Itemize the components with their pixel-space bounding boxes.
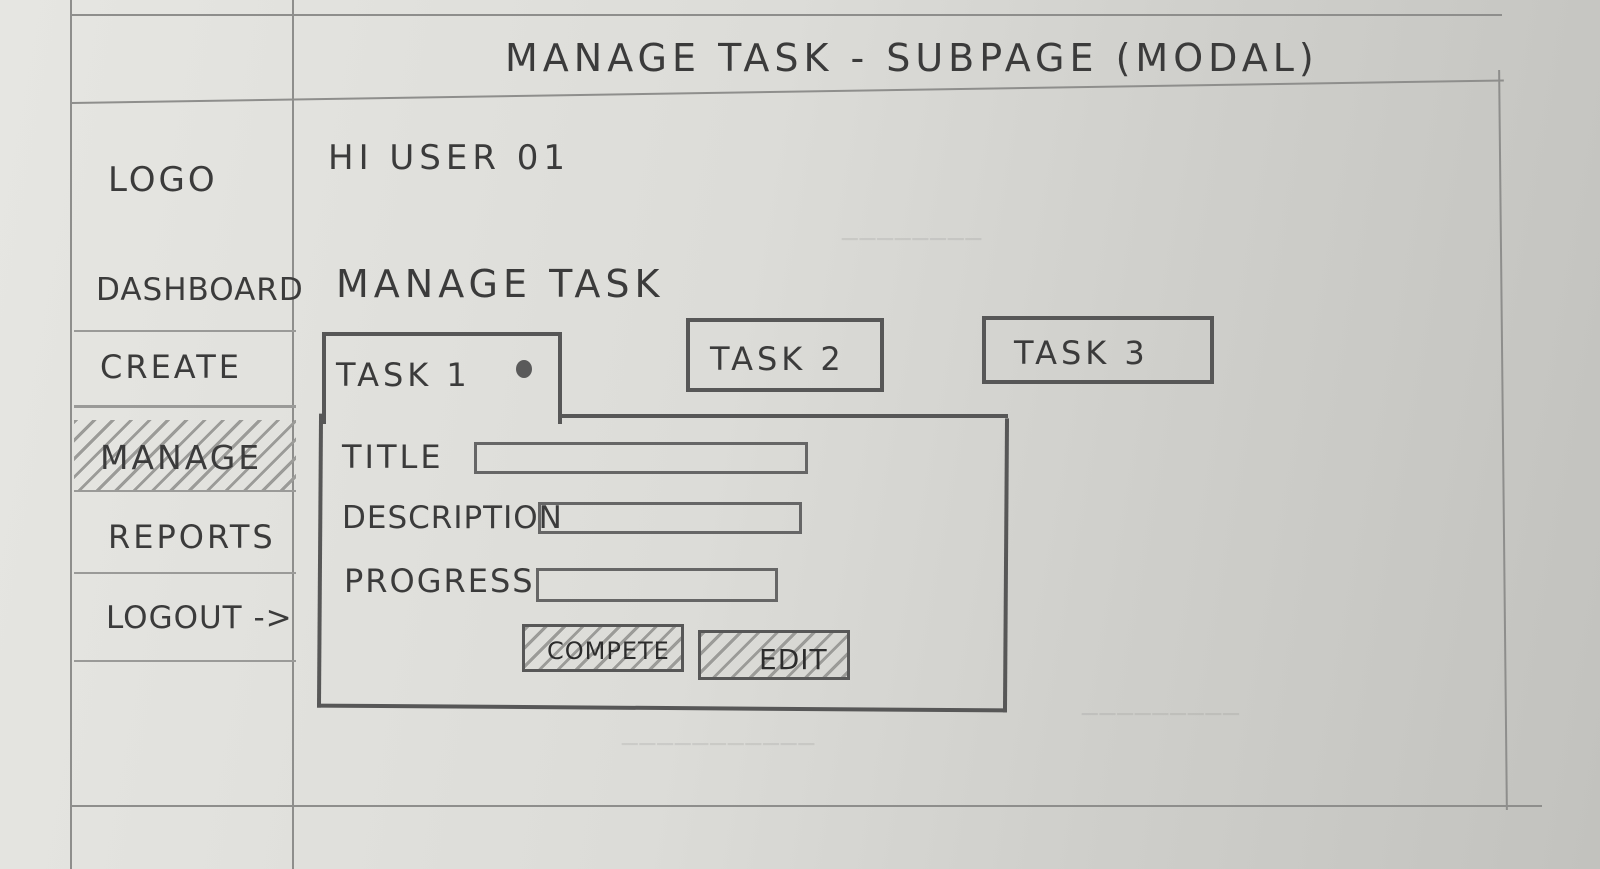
sidebar-item-dashboard[interactable]: DASHBOARD [74,256,303,332]
frame-left-line [70,0,72,869]
tab-label: TASK 3 [1014,334,1149,372]
sidebar-item-label: LOGOUT -> [106,600,293,636]
page-title: MANAGE TASK - SUBPAGE (MODAL) [505,36,1319,80]
sidebar-item-label: CREATE [100,348,242,386]
progress-input[interactable] [536,568,778,602]
title-input[interactable] [474,442,808,474]
active-dot-icon [516,360,532,378]
edit-button[interactable]: EDIT [698,630,850,680]
ghost-text: ─────────── [620,730,815,760]
progress-label: PROGRESS [344,562,535,600]
sidebar-item-reports[interactable]: REPORTS [74,494,296,574]
sidebar-item-label: MANAGE [100,438,263,477]
title-label: TITLE [342,438,444,476]
logo: LOGO [108,160,218,200]
tab-label: TASK 1 [336,356,471,394]
complete-button-label: COMPETE [547,637,670,665]
description-input[interactable] [538,502,802,534]
frame-top-line [72,14,1502,16]
sidebar-item-create[interactable]: CREATE [74,332,296,408]
modal-top-edge [562,414,1008,418]
ghost-text: ───────── [1080,700,1239,730]
sidebar-item-label: REPORTS [108,518,276,556]
greeting: HI USER 01 [328,138,571,178]
sidebar-item-manage[interactable]: MANAGE [74,420,296,492]
tab-label: TASK 2 [710,340,845,378]
description-label: DESCRIPTION [342,500,563,536]
ghost-text: ──────── [840,225,982,255]
sidebar-item-logout[interactable]: LOGOUT -> [74,574,296,662]
sidebar-item-label: DASHBOARD [96,272,304,308]
complete-button[interactable]: COMPETE [522,624,684,672]
section-heading: MANAGE TASK [336,262,665,306]
tab-task-1[interactable]: TASK 1 [322,332,562,424]
tab-task-2[interactable]: TASK 2 [686,318,884,392]
tab-task-3[interactable]: TASK 3 [982,316,1214,384]
edit-button-label: EDIT [759,643,828,676]
footer-line [72,805,1542,807]
